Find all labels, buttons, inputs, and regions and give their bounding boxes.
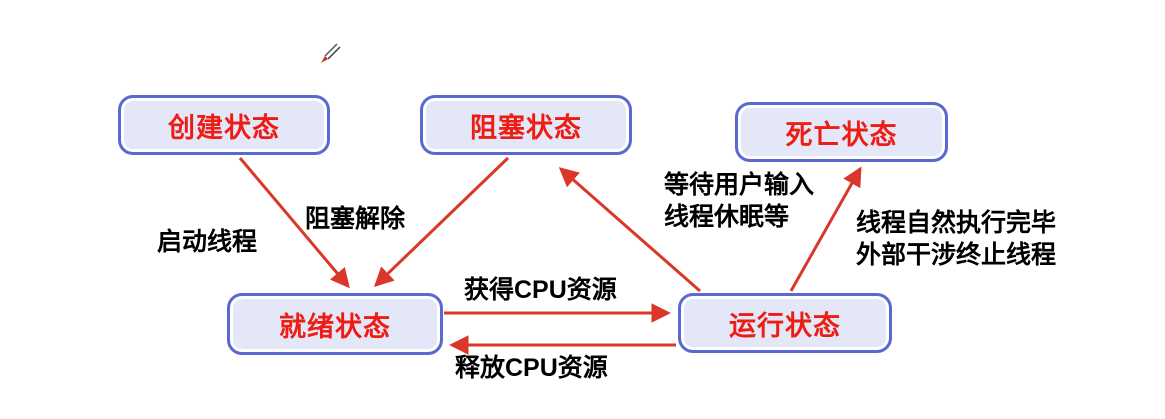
edge-label-terminate: 线程自然执行完毕 外部干涉终止线程 [856, 209, 1057, 269]
node-ready-state: 就绪状态 [227, 293, 443, 355]
edge-label-block: 等待用户输入 线程休眠等 [664, 171, 815, 231]
node-created-state: 创建状态 [118, 95, 330, 155]
edge-label-unblock: 阻塞解除 [305, 205, 406, 233]
edge-label-start-thread: 启动线程 [157, 228, 258, 256]
node-dead-state: 死亡状态 [735, 102, 948, 162]
edge-label-release-cpu: 释放CPU资源 [455, 354, 608, 382]
edge-label-acquire-cpu: 获得CPU资源 [464, 276, 617, 304]
pen-cursor-icon [321, 43, 341, 63]
node-blocked-state: 阻塞状态 [420, 95, 632, 155]
node-running-state: 运行状态 [678, 293, 892, 353]
